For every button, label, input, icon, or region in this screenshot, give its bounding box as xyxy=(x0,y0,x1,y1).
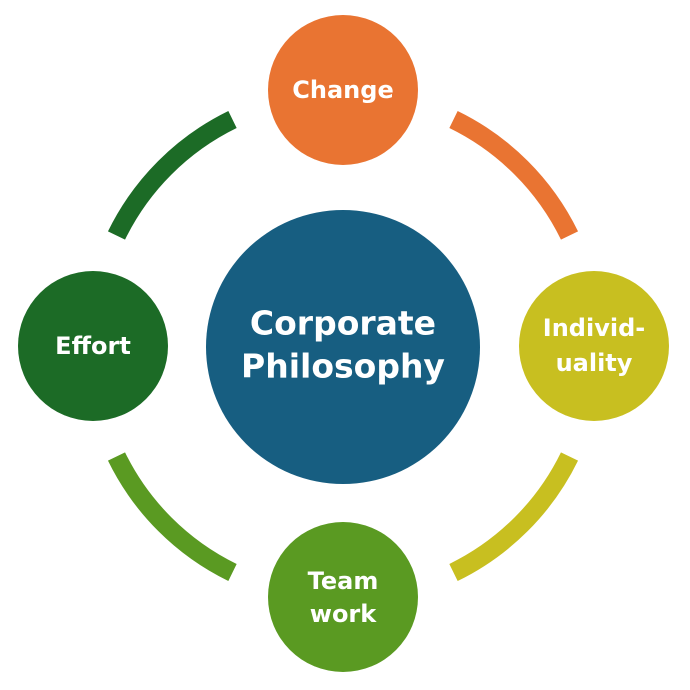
node-individuality-label-line-1: Individ- xyxy=(543,314,645,342)
node-change: Change xyxy=(268,15,418,165)
node-individuality-circle xyxy=(519,271,669,421)
center-circle: Corporate Philosophy xyxy=(206,210,480,484)
arc-change-to-individuality xyxy=(449,110,579,240)
center-label-line-1: Corporate xyxy=(250,304,436,343)
center-circle-shape xyxy=(206,210,480,484)
arc-effort-to-change xyxy=(107,110,237,240)
node-teamwork-label-line-1: Team xyxy=(308,567,379,595)
node-individuality-label-line-2: uality xyxy=(556,349,633,377)
node-teamwork-label-line-2: work xyxy=(310,600,377,628)
node-teamwork: Team work xyxy=(268,522,418,672)
node-effort: Effort xyxy=(18,271,168,421)
arc-individuality-to-teamwork xyxy=(449,452,579,582)
center-label-line-2: Philosophy xyxy=(241,347,445,386)
node-effort-label: Effort xyxy=(55,332,131,360)
node-effort-circle xyxy=(18,271,168,421)
node-change-circle xyxy=(268,15,418,165)
arc-teamwork-to-effort xyxy=(107,452,237,582)
node-individuality: Individ- uality xyxy=(519,271,669,421)
node-change-label: Change xyxy=(292,76,393,104)
node-teamwork-circle xyxy=(268,522,418,672)
connector-arcs xyxy=(107,110,579,582)
